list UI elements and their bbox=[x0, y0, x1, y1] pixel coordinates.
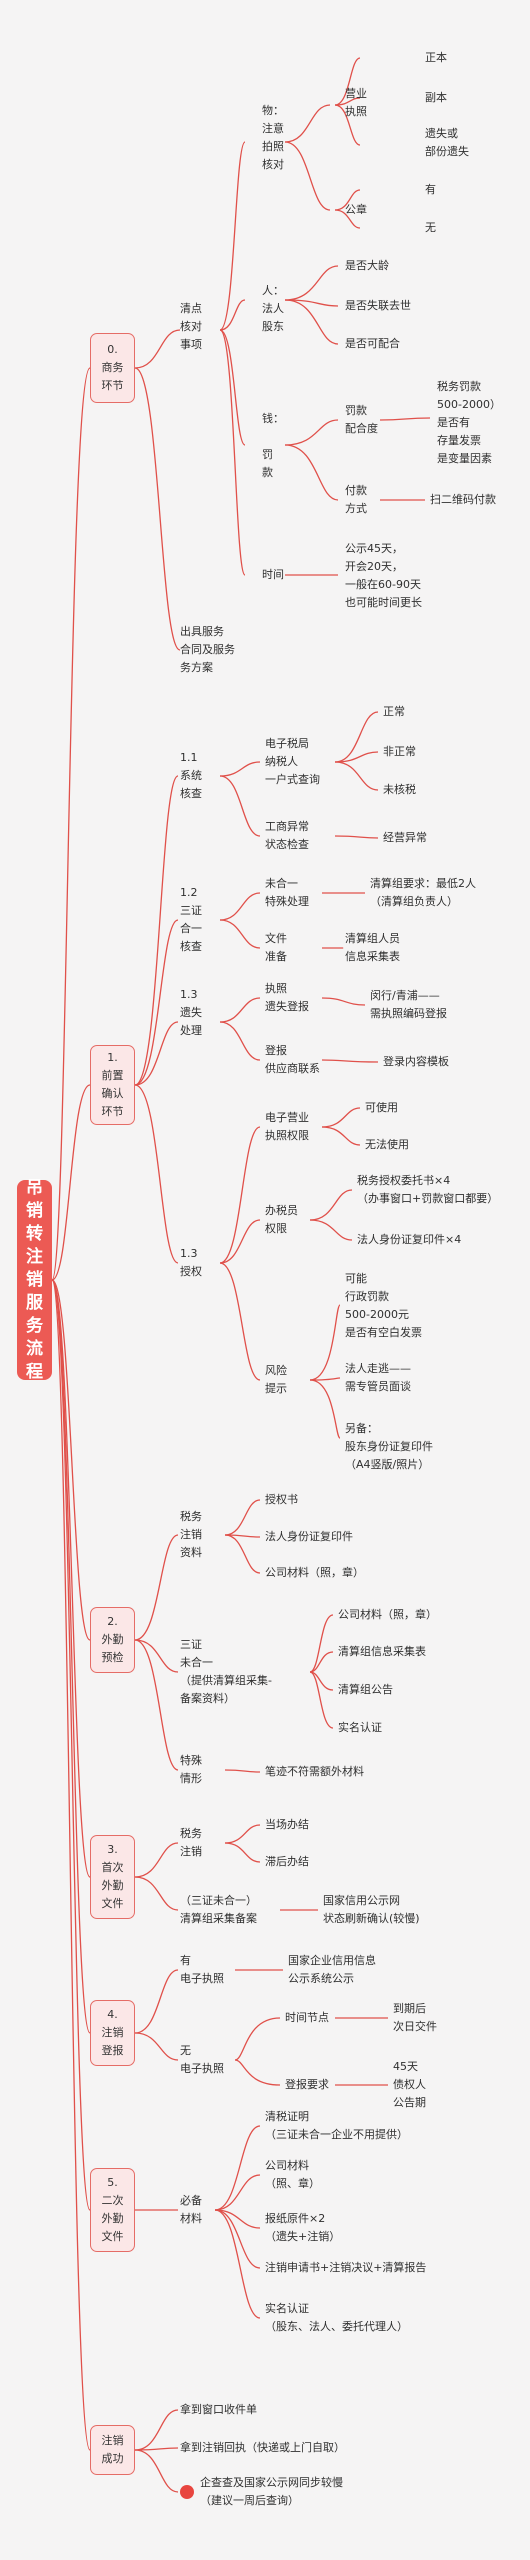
node-time-point: 时间节点 bbox=[285, 2011, 329, 2024]
node-collection-form: 清算组信息采集表 bbox=[338, 1645, 426, 1658]
node-liquidation-req: 清算组要求：最低2人（清算组负责人） bbox=[370, 877, 476, 908]
node-none: 无 bbox=[425, 221, 436, 234]
node-special: 特殊情形 bbox=[180, 1754, 202, 1785]
node-company-material-2: 公司材料（照，章） bbox=[338, 1608, 437, 1621]
node-newspaper-contact: 登报供应商联系 bbox=[265, 1044, 320, 1075]
node-minhang: 闵行/青浦——需执照编码登报 bbox=[370, 989, 447, 1020]
node-filing: （三证未合一）清算组采集备案 bbox=[180, 1894, 257, 1925]
node-risk-2: 法人走逃——需专管员面谈 bbox=[345, 1362, 411, 1393]
node-untaxed: 未核税 bbox=[383, 783, 416, 796]
node-has: 有 bbox=[425, 183, 436, 196]
node-signature-mismatch: 笔迹不符需额外材料 bbox=[265, 1765, 364, 1778]
node-tax-clear: 清税证明（三证未合一企业不用提供） bbox=[265, 2110, 408, 2141]
node-e-tax: 电子税局纳税人一户式查询 bbox=[265, 737, 320, 786]
node-risk-3: 另备：股东身份证复印件（A4竖版/照片） bbox=[345, 1422, 433, 1471]
node-cancel-receipt: 拿到注销回执（快递或上门自取） bbox=[180, 2441, 345, 2454]
root-node: 吊销转注销服务流程 bbox=[17, 1178, 52, 1382]
node-cooperate: 是否可配合 bbox=[345, 337, 400, 350]
node-time: 时间 bbox=[262, 568, 284, 581]
node-industry-abnormal: 工商异常状态检查 bbox=[265, 820, 309, 851]
section-2-field-precheck: 2.外勤预检 bbox=[90, 1607, 135, 1673]
node-lost: 遗失或部份遗失 bbox=[425, 127, 469, 158]
node-lost-contact: 是否失联去世 bbox=[345, 299, 411, 312]
node-45-days: 45天债权人公告期 bbox=[393, 2060, 426, 2109]
warning-dot-icon bbox=[180, 2485, 194, 2499]
node-window-receipt: 拿到窗口收件单 bbox=[180, 2403, 257, 2416]
node-unusable: 无法使用 bbox=[365, 1138, 409, 1151]
node-goods: 物：注意拍照核对 bbox=[262, 104, 284, 171]
node-company-material: 公司材料（照，章） bbox=[265, 1566, 364, 1579]
node-check-items: 清点核对事项 bbox=[180, 302, 202, 351]
section-3-first-field: 3.首次外勤文件 bbox=[90, 1835, 135, 1919]
node-seal: 公章 bbox=[345, 203, 367, 216]
node-tax-power: 税务授权委托书×4（办事窗口+罚款窗口都要） bbox=[357, 1174, 499, 1205]
node-legal-id: 法人身份证复印件 bbox=[265, 1530, 353, 1543]
section-6-success: 注销成功 bbox=[90, 2425, 135, 2475]
section-0-business: 0.商务环节 bbox=[90, 333, 135, 403]
node-tax-officer-auth: 办税员权限 bbox=[265, 1204, 298, 1235]
node-done-later: 滞后办结 bbox=[265, 1855, 309, 1868]
node-next-day: 到期后次日交件 bbox=[393, 2002, 437, 2033]
section-5-second-field: 5.二次外勤文件 bbox=[90, 2168, 135, 2252]
node-newspaper-originals: 报纸原件×2（遗失+注销） bbox=[265, 2212, 341, 2243]
node-company-materials-3: 公司材料（照、章） bbox=[265, 2159, 320, 2190]
node-service-contract: 出具服务合同及服务务方案 bbox=[180, 625, 235, 674]
node-not-merged-2: 三证未合一（提供清算组采集-备案资料） bbox=[180, 1638, 272, 1705]
node-file-prep: 文件准备 bbox=[265, 932, 287, 963]
node-tax-docs: 税务注销资料 bbox=[180, 1510, 202, 1559]
node-people: 人：法人股东 bbox=[262, 284, 284, 333]
section-1-precheck: 1.前置确认环节 bbox=[90, 1045, 135, 1125]
node-risk: 风险提示 bbox=[265, 1364, 287, 1395]
node-auth-letter: 授权书 bbox=[265, 1493, 298, 1506]
node-required-materials: 必备材料 bbox=[180, 2194, 202, 2225]
node-fine-cooperation: 罚款配合度 bbox=[345, 404, 378, 435]
node-query-later: 企查查及国家公示网同步较慢（建议一周后查询） bbox=[200, 2476, 343, 2507]
node-no-e-license: 无电子执照 bbox=[180, 2044, 224, 2075]
node-cancel-application: 注销申请书+注销决议+清算报告 bbox=[265, 2261, 427, 2274]
node-template: 登录内容模板 bbox=[383, 1055, 449, 1068]
node-has-e-license: 有电子执照 bbox=[180, 1954, 224, 1985]
node-business-license: 营业执照 bbox=[345, 87, 367, 118]
section-4-newspaper: 4.注销登报 bbox=[90, 2000, 135, 2066]
node-copy: 副本 bbox=[425, 91, 447, 104]
node-tax-cancel: 税务注销 bbox=[180, 1827, 202, 1858]
node-notice: 清算组公告 bbox=[338, 1683, 393, 1696]
node-usable: 可使用 bbox=[365, 1101, 398, 1114]
node-credit-system: 国家企业信用信息公示系统公示 bbox=[288, 1954, 376, 1985]
node-license-lost: 执照遗失登报 bbox=[265, 982, 309, 1013]
node-normal: 正常 bbox=[383, 705, 405, 718]
node-abnormal: 非正常 bbox=[383, 745, 416, 758]
node-credit-refresh: 国家信用公示网状态刷新确认(较慢) bbox=[323, 1894, 420, 1925]
node-time-detail: 公示45天，开会20天，一般在60-90天也可能时间更长 bbox=[345, 542, 422, 609]
node-requirement: 登报要求 bbox=[285, 2078, 329, 2091]
node-member-info: 清算组人员信息采集表 bbox=[345, 932, 400, 963]
node-real-name: 实名认证 bbox=[338, 1721, 382, 1734]
node-real-name-2: 实名认证（股东、法人、委托代理人） bbox=[265, 2302, 408, 2333]
node-done-onsite: 当场办结 bbox=[265, 1818, 309, 1831]
node-money: 钱：罚款 bbox=[262, 412, 284, 479]
node-e-license-auth: 电子营业执照权限 bbox=[265, 1111, 309, 1142]
node-not-merged: 未合一特殊处理 bbox=[265, 877, 309, 908]
node-elderly: 是否大龄 bbox=[345, 259, 389, 272]
node-payment-method: 付款方式 bbox=[345, 484, 367, 515]
node-qr-payment: 扫二维码付款 bbox=[430, 493, 496, 506]
node-operation-abnormal: 经营异常 bbox=[383, 831, 427, 844]
node-legal-id-copy: 法人身份证复印件×4 bbox=[357, 1233, 462, 1246]
node-original: 正本 bbox=[425, 51, 447, 64]
